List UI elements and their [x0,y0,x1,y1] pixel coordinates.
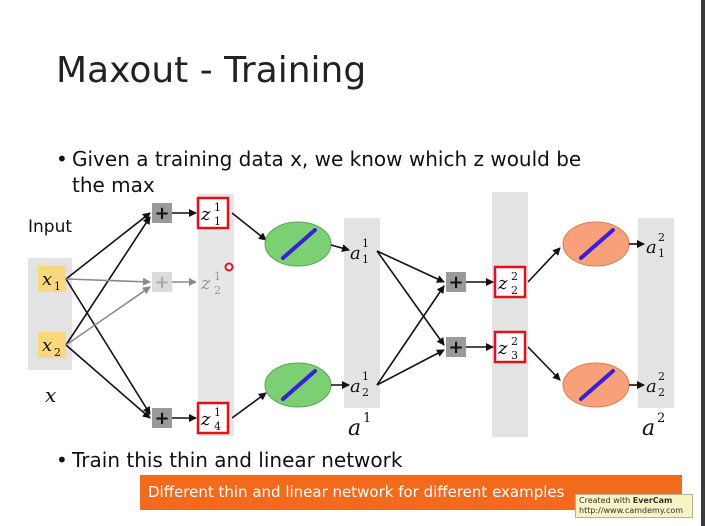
plus-box-1 [152,203,172,223]
linear-activation-icon [281,369,317,401]
a21-superscript: 1 [362,370,369,383]
edge-z1-node1 [231,212,267,241]
edge-x1-plus4 [65,278,151,415]
a11-subscript: 1 [362,253,369,266]
z1-superscript: 1 [214,201,221,214]
bullet-given-training-data: •Given a training data x, we know which … [56,146,686,198]
z22-highlight-box [493,265,527,299]
z1-subscript: 1 [214,215,221,228]
z2-superscript-faded: 1 [214,270,221,283]
a1-column-bg [344,218,380,408]
watermark-url: http://www.camdemy.com [579,506,684,515]
x2-box [38,332,66,358]
edge-z22-node-top [527,247,561,283]
linear-activation-icon [281,228,317,260]
z1-column-bg [198,194,234,436]
bullet-dot: • [56,448,68,472]
x1-box [38,266,66,292]
z2-letter-faded: z [200,273,211,294]
watermark-brand: EverCam [632,496,673,505]
a21-letter: a [350,376,361,397]
plus-box-4 [152,408,172,428]
a22-letter: a [646,376,657,397]
edge-z4-node2 [231,392,267,419]
a22-subscript: 2 [658,386,665,399]
plus-sign-1: + [154,203,169,224]
linear-activation-icon [579,228,615,260]
bullet-dot: • [56,147,68,171]
evercam-watermark: Created with EverCam http://www.camdemy.… [575,494,693,518]
a21-subscript: 2 [362,386,369,399]
plus-box-2-faded [152,272,172,292]
x1-letter: x [42,269,52,290]
a12-letter: a [646,237,657,258]
z1-letter: z [200,204,211,225]
z32-highlight-box [493,330,527,364]
layer2-label-letter: a [642,416,655,441]
bullet1-line1: Given a training data x, we know which z… [72,147,582,171]
edge-x2-plus2-faded [65,286,151,346]
z32-letter: z [497,338,508,359]
edge-z32-node-bottom [527,346,561,381]
z22-subscript: 2 [511,284,518,297]
bullet-train-thin-network: •Train this thin and linear network [56,447,402,473]
bullet1-line2: the max [72,173,155,197]
a12-superscript: 2 [658,231,665,244]
a11-superscript: 1 [362,237,369,250]
layer1-label-superscript: 1 [363,411,371,426]
z2-column-bg [492,192,528,437]
plus-sign-4: + [154,408,169,429]
watermark-text: Created with [579,496,631,505]
z4-superscript: 1 [214,406,221,419]
edge-x2-plus4 [65,344,151,419]
a22-superscript: 2 [658,370,665,383]
a2-column-bg [638,218,674,408]
z22-letter: z [497,273,508,294]
linear-activation-icon [579,369,615,401]
laser-pointer-dot [224,262,234,272]
z32-superscript: 2 [511,335,518,348]
z22-superscript: 2 [511,270,518,283]
bullet2-text: Train this thin and linear network [72,448,403,472]
plus-box-layer2-bottom [446,337,466,357]
edge-a21-plus22 [376,285,445,386]
plus-sign-layer2-bottom: + [448,337,463,358]
slide-title: Maxout - Training [56,50,367,91]
z4-letter: z [200,409,211,430]
a11-letter: a [350,243,361,264]
x2-letter: x [42,335,52,356]
edge-a11-plus22 [376,250,445,283]
z4-subscript: 4 [214,420,221,433]
edge-a11-plus32 [376,250,445,346]
edge-x1-plus1 [65,212,151,280]
plus-sign-2-faded: + [154,272,169,293]
z4-highlight-box [196,401,230,435]
x2-subscript: 2 [54,346,61,359]
a12-subscript: 1 [658,247,665,260]
z2-subscript-faded: 2 [214,284,221,297]
edge-node1-a11 [330,244,350,252]
plus-box-layer2-top [446,272,466,292]
x1-subscript: 1 [54,280,61,293]
input-label: Input [28,217,72,237]
edge-a21-plus32 [376,349,445,386]
edge-x1-plus2-faded [65,277,151,286]
layer2-label-superscript: 2 [657,411,665,426]
right-edge-border [701,0,705,526]
input-vector-label: x [45,383,56,407]
layer1-label-letter: a [348,416,361,441]
z1-highlight-box [196,196,230,230]
z32-subscript: 3 [511,349,518,362]
plus-sign-layer2-top: + [448,272,463,293]
